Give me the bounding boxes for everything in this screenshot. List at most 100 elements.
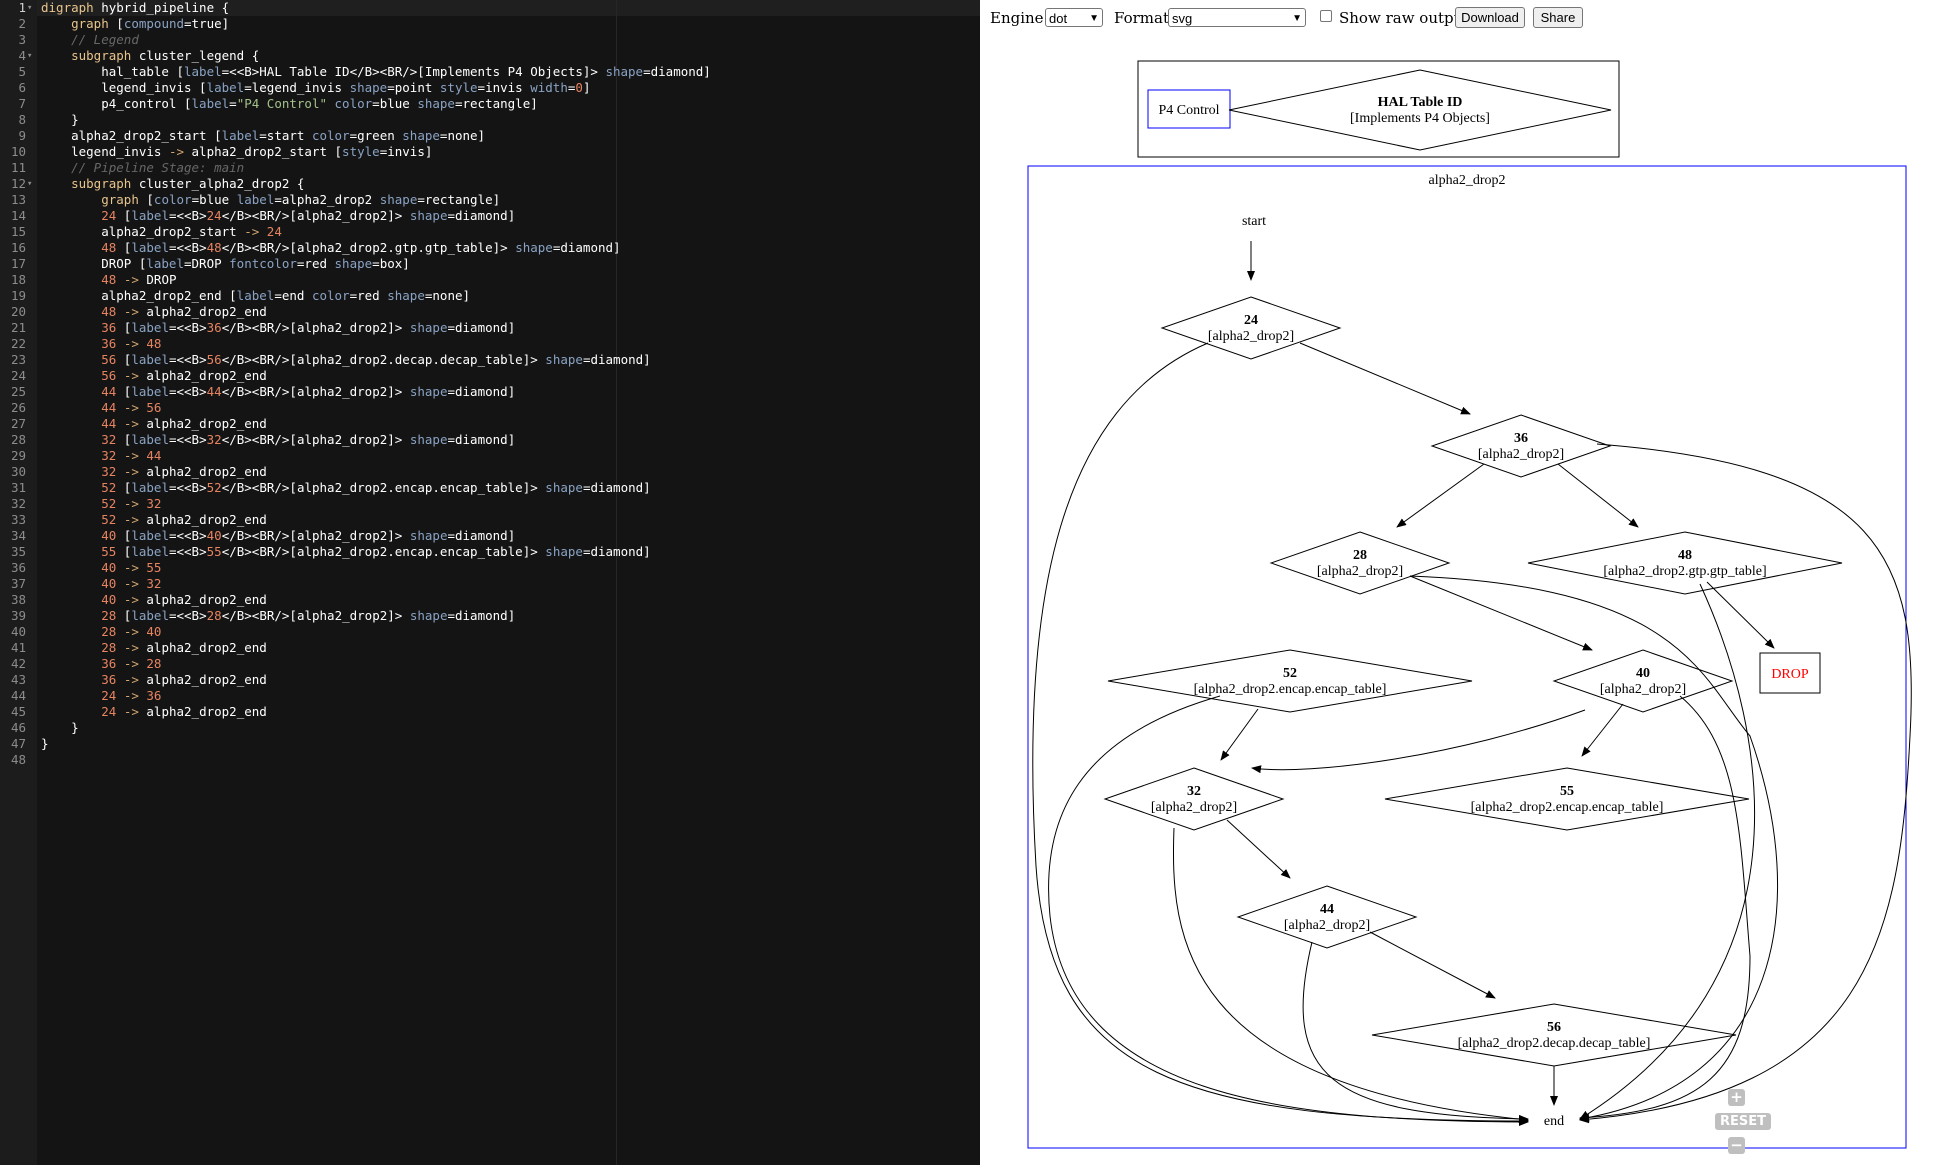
graph-canvas[interactable]: P4 Control HAL Table ID [Implements P4 O… (980, 36, 1954, 1165)
code-token: cluster_legend { (131, 48, 260, 63)
code-token: 32 (146, 496, 162, 511)
code-token: </B><BR/>[alpha2_drop2]> (221, 320, 410, 335)
code-line: 40 -> 55 (41, 560, 161, 576)
code-token: hal_table [ (41, 64, 184, 79)
code-token (116, 592, 124, 607)
code-token (116, 496, 124, 511)
fold-toggle-icon[interactable]: ▾ (27, 3, 33, 13)
edge-40-55 (1581, 703, 1624, 757)
code-token: 48 (101, 240, 117, 255)
raw-output-checkbox[interactable] (1320, 10, 1332, 22)
zoom-out-button[interactable]: − (1728, 1137, 1745, 1154)
node-52[interactable] (1107, 649, 1473, 713)
code-token (41, 384, 101, 399)
node-48-id: 48 (1678, 548, 1692, 563)
code-token (116, 368, 124, 383)
fold-toggle-icon[interactable]: ▾ (27, 51, 33, 61)
end-node[interactable]: end (1544, 1114, 1564, 1129)
code-token: } (41, 720, 79, 735)
code-line: 36 -> 48 (41, 336, 161, 352)
edge-44-56 (1369, 931, 1496, 999)
code-token: graph (101, 192, 139, 207)
node-36[interactable] (1430, 414, 1612, 478)
code-token: label (131, 320, 169, 335)
code-token (41, 368, 101, 383)
edge-28-end (1409, 575, 1779, 1122)
code-token: </B><BR/>[alpha2_drop2]> (221, 528, 410, 543)
code-token (41, 688, 101, 703)
code-line: p4_control [label="P4 Control" color=blu… (41, 96, 538, 112)
code-token: 40 (101, 592, 117, 607)
code-token: -> (123, 640, 139, 655)
code-token: shape (545, 544, 583, 559)
code-token: alpha2_drop2_end (138, 592, 267, 607)
chevron-down-icon: ▼ (1089, 13, 1099, 24)
code-token: =none] (439, 128, 486, 143)
node-28[interactable] (1269, 531, 1451, 595)
download-button[interactable]: Download (1455, 7, 1525, 28)
node-55[interactable] (1384, 767, 1750, 831)
edge-40-end (1579, 695, 1751, 1122)
legend-hal-table-node[interactable] (1228, 69, 1612, 151)
code-token: shape (409, 528, 448, 543)
legend-p4-control-node[interactable] (1147, 89, 1231, 129)
format-select[interactable]: svg ▼ (1168, 8, 1306, 27)
code-token: shape (334, 256, 373, 271)
node-40[interactable] (1552, 649, 1734, 713)
share-button[interactable]: Share (1533, 7, 1583, 28)
drop-node[interactable] (1759, 652, 1821, 694)
code-token: shape (605, 64, 644, 79)
code-token: =alpha2_drop2 (274, 192, 380, 207)
code-token (116, 576, 124, 591)
node-32[interactable] (1103, 767, 1285, 831)
code-token: shape (417, 96, 455, 111)
code-token: 24 (101, 688, 117, 703)
code-token: =invis (477, 80, 531, 95)
start-node[interactable]: start (1242, 214, 1266, 229)
code-token: 36 (206, 320, 222, 335)
code-line: 28 -> alpha2_drop2_end (41, 640, 267, 656)
code-token: [ (116, 432, 132, 447)
code-token (41, 352, 101, 367)
node-24[interactable] (1160, 296, 1342, 360)
line-number: 39 (10, 608, 26, 623)
code-token (41, 16, 71, 31)
code-token: shape (387, 288, 425, 303)
code-token: -> (123, 688, 139, 703)
line-number: 20 (10, 304, 26, 319)
code-token: shape (409, 208, 448, 223)
code-token (116, 448, 124, 463)
code-token: =diamond] (447, 320, 516, 335)
code-token: } (41, 736, 49, 751)
code-token: =rectangle] (417, 192, 501, 207)
zoom-reset-button[interactable]: RESET (1715, 1113, 1771, 1130)
line-number: 23 (10, 352, 26, 367)
code-token: label (184, 64, 222, 79)
raw-output-label[interactable]: Show raw output (1339, 9, 1470, 27)
edge-32-44 (1226, 819, 1291, 879)
code-token: 48 (206, 240, 222, 255)
code-token: label (236, 288, 275, 303)
code-token: alpha2_drop2_end (138, 672, 267, 687)
code-line: 24 -> alpha2_drop2_end (41, 704, 267, 720)
code-token (116, 640, 124, 655)
code-token: alpha2_drop2_start [ (41, 128, 222, 143)
code-token: -> (123, 496, 139, 511)
code-token: [ (116, 352, 132, 367)
node-55-sub: [alpha2_drop2.encap.encap_table] (1471, 800, 1664, 815)
node-56[interactable] (1371, 1003, 1737, 1067)
code-token: -> (123, 656, 139, 671)
fold-toggle-icon[interactable]: ▾ (27, 179, 33, 189)
zoom-in-button[interactable]: + (1728, 1089, 1745, 1106)
node-44[interactable] (1236, 885, 1418, 949)
node-48[interactable] (1527, 531, 1843, 595)
engine-select[interactable]: dot ▼ (1045, 8, 1103, 27)
edge-44-end (1302, 941, 1529, 1123)
code-token: 36 (101, 320, 117, 335)
code-token: =<<B> (168, 320, 207, 335)
code-token: [ (116, 608, 132, 623)
line-number: 48 (10, 752, 26, 767)
code-line: 56 [label=<<B>56</B><BR/>[alpha2_drop2.d… (41, 352, 650, 368)
line-number: 21 (10, 320, 26, 335)
